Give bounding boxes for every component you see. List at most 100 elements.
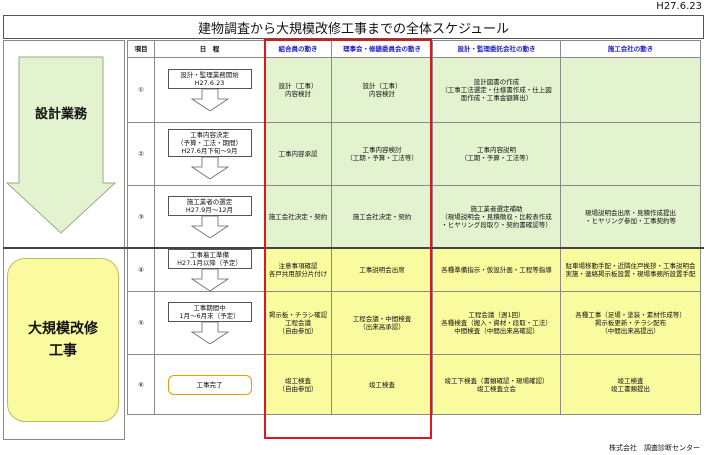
cell-text: （工期・予算・工法等） — [346, 154, 418, 162]
table-header-row: 項目 日 程 組合員の動き 理事会・修繕委員会の動き 設計・監理委託会社の動き … — [127, 40, 701, 58]
construction-phase-box — [7, 258, 119, 422]
schedule-text: 工事内容決定 — [190, 131, 229, 139]
cell-union: 工事内容承認 — [264, 122, 332, 186]
schedule-text: 施工業者の選定 — [186, 197, 233, 206]
cell-text: （工期・予算・工法等） — [460, 154, 533, 162]
cell-text: 竣工下検査（書類確認・現場確認） — [444, 376, 549, 385]
header-design: 設計・監理委託会社の動き — [432, 40, 561, 58]
row-number: ⑤ — [127, 291, 155, 355]
cell-text: 駐車場移動手配・近隣住戸挨拶・工事説明会 — [565, 261, 696, 270]
down-arrow-icon — [190, 322, 229, 344]
cell-text: 掲示板更新・チラシ配布 — [594, 319, 667, 327]
cell-design: 設計図書の作成（工事工法選定・仕様書作成・仕上図面作成・工事金額算出） — [432, 57, 561, 123]
schedule-text: 1月〜6月末（予定） — [179, 312, 240, 320]
header-union: 組合員の動き — [264, 40, 332, 58]
schedule-text: H27.6.23 — [194, 79, 225, 87]
schedule-text: 工事完了 — [196, 380, 223, 389]
cell-board: 工事説明会出席 — [331, 247, 433, 292]
phase-label-construction-line2: 工事 — [49, 343, 77, 359]
cell-text: ・ヒヤリング段取り・契約書確認等） — [441, 220, 552, 229]
cell-design: 工事内容説明（工期・予算・工法等） — [432, 122, 561, 186]
cell-text: 各種工事（足場・塗装・素材作成等） — [575, 311, 686, 319]
cell-text: 施工会社決定・契約 — [352, 212, 412, 221]
page-title: 建物調査から大規模改修工事までの全体スケジュール — [3, 15, 704, 39]
schedule-cell: 工事内容決定（予算・工法・期間）H27.6月下旬〜9月 — [154, 122, 265, 186]
schedule-text: 工事着工準備 — [190, 250, 229, 259]
schedule-text: H27.9月〜12月 — [185, 205, 234, 214]
row-number: ④ — [127, 247, 155, 292]
cell-text: 設計（工事） — [278, 82, 318, 90]
cell-contractor — [560, 122, 701, 186]
cell-text: （自由参加） — [278, 384, 318, 393]
cell-board: 竣工検査 — [331, 354, 433, 415]
cell-union: 注意事項確認各戸共用部分片付け — [264, 247, 332, 292]
cell-contractor: 竣工検査竣工書類提出 — [560, 354, 701, 415]
cell-text: 工程会議（週1回） — [468, 311, 525, 319]
schedule-text: 工事期間中 — [193, 304, 226, 312]
header-schedule: 日 程 — [154, 40, 265, 58]
cell-text: （工事工法選定・仕様書作成・仕上図 — [441, 86, 552, 94]
cell-board: 設計（工事）内容検討 — [331, 57, 433, 123]
schedule-text: （予算・工法・期間） — [177, 139, 242, 147]
cell-text: 竣工検査 — [369, 380, 395, 389]
schedule-text: 設計・監理業務開始 — [180, 71, 239, 79]
document-date: H27.6.23 — [656, 1, 702, 12]
cell-text: 竣工検査立会 — [477, 384, 516, 393]
cell-contractor: 各種工事（足場・塗装・素材作成等）掲示板更新・チラシ配布（中間出来高提出） — [560, 291, 701, 355]
down-arrow-icon — [190, 157, 229, 179]
schedule-task-box: 工事完了 — [167, 374, 252, 395]
cell-design: 施工業者選定補助（現場説明会・見積徴収・比較表作成・ヒヤリング段取り・契約書確認… — [432, 185, 561, 248]
row-number: ③ — [127, 185, 155, 248]
cell-union: 施工会社決定・契約 — [264, 185, 332, 248]
header-contractor: 施工会社の動き — [560, 40, 701, 58]
cell-text: 設計図書の作成 — [473, 78, 520, 86]
row-number: ⑥ — [127, 354, 155, 415]
cell-text: 掲示板・チラシ確認 — [268, 311, 328, 319]
cell-union: 設計（工事）内容検討 — [264, 57, 332, 123]
cell-union: 掲示板・チラシ確認工程会議（自由参加） — [264, 291, 332, 355]
cell-design: 各種準備指示・仮設計画・工程等指導 — [432, 247, 561, 292]
down-arrow-icon — [190, 215, 229, 238]
schedule-table: 項目 日 程 組合員の動き 理事会・修繕委員会の動き 設計・監理委託会社の動き … — [127, 40, 701, 415]
phase-divider-line — [3, 247, 704, 249]
cell-text: ・ヒヤリング参加・工事契約等 — [585, 216, 676, 225]
cell-text: 施工会社決定・契約 — [268, 212, 328, 221]
schedule-cell: 工事完了 — [154, 354, 265, 415]
schedule-task-box: 工事内容決定（予算・工法・期間）H27.6月下旬〜9月 — [167, 129, 252, 157]
company-name: 株式会社 調査診断センター — [609, 444, 700, 452]
cell-text: 各戸共用部分片付け — [268, 269, 328, 278]
header-board: 理事会・修繕委員会の動き — [331, 40, 433, 58]
cell-text: 工事内容検討 — [362, 146, 402, 154]
cell-text: 各種検査（搬入・資材・段取・工法） — [441, 319, 552, 327]
cell-text: 竣工検査 — [617, 376, 644, 385]
cell-text: 現場説明会出席・見積作成提出 — [585, 208, 676, 217]
table-row: ⑥ 工事完了 竣工検査 （自由参加） 竣工検査 竣工下検査（書類確認・現場確認）竣工検査立… — [127, 354, 701, 415]
cell-board: 施工会社決定・契約 — [331, 185, 433, 248]
cell-text: 工事説明会出席 — [359, 265, 405, 274]
cell-text: （現場説明会・見積徴収・比較表作成 — [441, 212, 552, 221]
cell-text: 面作成・工事金額算出） — [460, 94, 533, 102]
phase-label-construction-line1: 大規模改修 — [28, 321, 98, 337]
cell-text: （出来高承認） — [359, 323, 405, 331]
cell-board: 工事内容検討（工期・予算・工法等） — [331, 122, 433, 186]
cell-text: 工事内容承認 — [278, 150, 318, 158]
cell-text: 工事内容説明 — [477, 146, 516, 154]
cell-text: 各種準備指示・仮設計画・工程等指導 — [441, 265, 552, 274]
schedule-text: H27.1月以降（予定） — [177, 258, 242, 267]
cell-board: 工程会議・中間検査（出来高承認） — [331, 291, 433, 355]
cell-text: （自由参加） — [278, 327, 318, 335]
schedule-text: H27.6月下旬〜9月 — [181, 147, 238, 155]
cell-text: 中間検査（中間出来高確認） — [454, 327, 539, 335]
design-phase-arrow — [5, 56, 117, 234]
header-item: 項目 — [127, 40, 155, 58]
cell-text: 工程会議 — [285, 319, 311, 327]
row-number: ① — [127, 57, 155, 123]
